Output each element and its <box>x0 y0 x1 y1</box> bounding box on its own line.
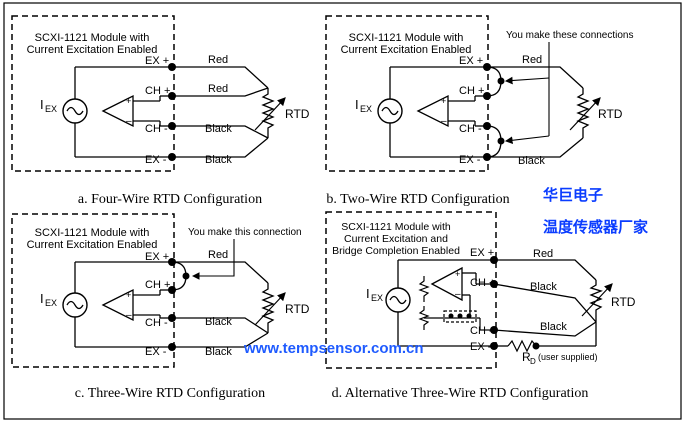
terminal-ch-minus: CH - <box>459 123 482 135</box>
terminal-ex-minus: EX - <box>145 346 167 358</box>
terminal-ch-plus: CH + <box>470 277 495 289</box>
terminal-ex-plus: EX + <box>459 55 483 67</box>
rtd-label: RTD <box>285 107 310 121</box>
amplifier-icon <box>101 288 134 322</box>
caption: c. Three-Wire RTD Configuration <box>75 386 265 401</box>
panel-c: SCXI-1121 Module with Current Excitation… <box>11 213 310 401</box>
watermark-url: www.tempsensor.com.cn <box>243 340 424 357</box>
iex-sub: EX <box>360 104 372 114</box>
terminal-ch-minus: CH - <box>145 123 168 135</box>
rtd-resistor-icon <box>261 88 275 138</box>
wire-label-red: Red <box>522 54 542 66</box>
connection-note: You make these connections <box>506 30 634 41</box>
svg-text:–: – <box>441 116 447 127</box>
wire-label-red: Red <box>208 249 228 261</box>
wire-label-black-2: Black <box>205 154 232 166</box>
wire-label-black-2: Black <box>540 321 567 333</box>
module-title-line1: SCXI-1121 Module with <box>35 32 150 44</box>
wire-label-black-1: Black <box>530 281 557 293</box>
svg-text:–: – <box>126 310 132 321</box>
amplifier-icon <box>416 94 449 128</box>
amplifier-icon <box>430 266 463 302</box>
module-title-line3: Bridge Completion Enabled <box>332 245 460 257</box>
caption: b. Two-Wire RTD Configuration <box>326 192 509 207</box>
terminal-ex-minus: EX - <box>470 341 492 353</box>
module-title-line1: SCXI-1121 Module with <box>341 221 451 233</box>
svg-text:+: + <box>126 290 131 300</box>
rd-sub: D <box>530 357 536 366</box>
panel-d: SCXI-1121 Module with Current Excitation… <box>325 211 636 401</box>
module-box <box>325 211 497 369</box>
rd-resistor-icon <box>507 339 537 353</box>
svg-text:–: – <box>126 116 132 127</box>
iex-sub: EX <box>371 293 383 303</box>
caption: d. Alternative Three-Wire RTD Configurat… <box>332 386 589 401</box>
terminal-ch-minus: CH - <box>470 325 493 337</box>
wire-label-red-2: Red <box>208 83 228 95</box>
watermark-cn-line2: 温度传感器厂家 <box>543 218 648 236</box>
iex-sub: EX <box>45 298 57 308</box>
module-title-line1: SCXI-1121 Module with <box>349 32 464 44</box>
connection-note: You make this connection <box>188 227 302 238</box>
panel-a: SCXI-1121 Module with Current Excitation… <box>11 15 310 207</box>
terminal-ch-plus: CH + <box>459 85 484 97</box>
caption: a. Four-Wire RTD Configuration <box>78 192 262 207</box>
wire-label-black-1: Black <box>205 316 232 328</box>
watermark: 华巨电子 温度传感器厂家 www.tempsensor.com.cn <box>243 186 648 357</box>
svg-text:+: + <box>126 96 131 106</box>
module-box <box>11 213 175 368</box>
figure-border <box>3 2 682 420</box>
iex-label: I <box>355 97 359 112</box>
module-title-line2: Current Excitation Enabled <box>27 44 158 56</box>
rd-note: (user supplied) <box>538 352 598 362</box>
wire-label-black: Black <box>518 155 545 167</box>
watermark-cn-line1: 华巨电子 <box>543 186 603 204</box>
iex-label: I <box>366 286 370 301</box>
terminal-ex-minus: EX - <box>459 154 481 166</box>
wire-label-red-1: Red <box>208 54 228 66</box>
terminal-ex-plus: EX + <box>145 55 169 67</box>
module-box <box>325 15 489 172</box>
rtd-resistor-icon <box>576 88 590 138</box>
svg-text:+: + <box>455 269 460 279</box>
terminal-ch-plus: CH + <box>145 85 170 97</box>
terminal-ch-minus: CH - <box>145 317 168 329</box>
amplifier-icon <box>101 94 134 128</box>
terminal-ex-plus: EX + <box>145 251 169 263</box>
iex-label: I <box>40 97 44 112</box>
terminal-ch-plus: CH + <box>145 279 170 291</box>
module-title-line2: Current Excitation Enabled <box>341 44 472 56</box>
panel-b: SCXI-1121 Module with Current Excitation… <box>325 15 634 207</box>
module-title-line1: SCXI-1121 Module with <box>35 227 150 239</box>
iex-sub: EX <box>45 104 57 114</box>
svg-text:–: – <box>455 289 461 300</box>
rtd-label: RTD <box>598 107 623 121</box>
module-title-line2: Current Excitation Enabled <box>27 239 158 251</box>
terminal-ex-minus: EX - <box>145 154 167 166</box>
rd-label: R <box>522 350 531 364</box>
module-box <box>11 15 175 172</box>
rtd-label: RTD <box>611 295 636 309</box>
rtd-resistor-icon <box>261 283 275 333</box>
module-title-line2: Current Excitation and <box>344 233 448 245</box>
wire-label-red: Red <box>533 248 553 260</box>
wire-label-black-1: Black <box>205 123 232 135</box>
wire-label-black-2: Black <box>205 346 232 358</box>
rtd-label: RTD <box>285 302 310 316</box>
rtd-resistor-icon <box>589 280 603 322</box>
iex-label: I <box>40 291 44 306</box>
terminal-ex-plus: EX + <box>470 247 494 259</box>
svg-text:+: + <box>441 96 446 106</box>
